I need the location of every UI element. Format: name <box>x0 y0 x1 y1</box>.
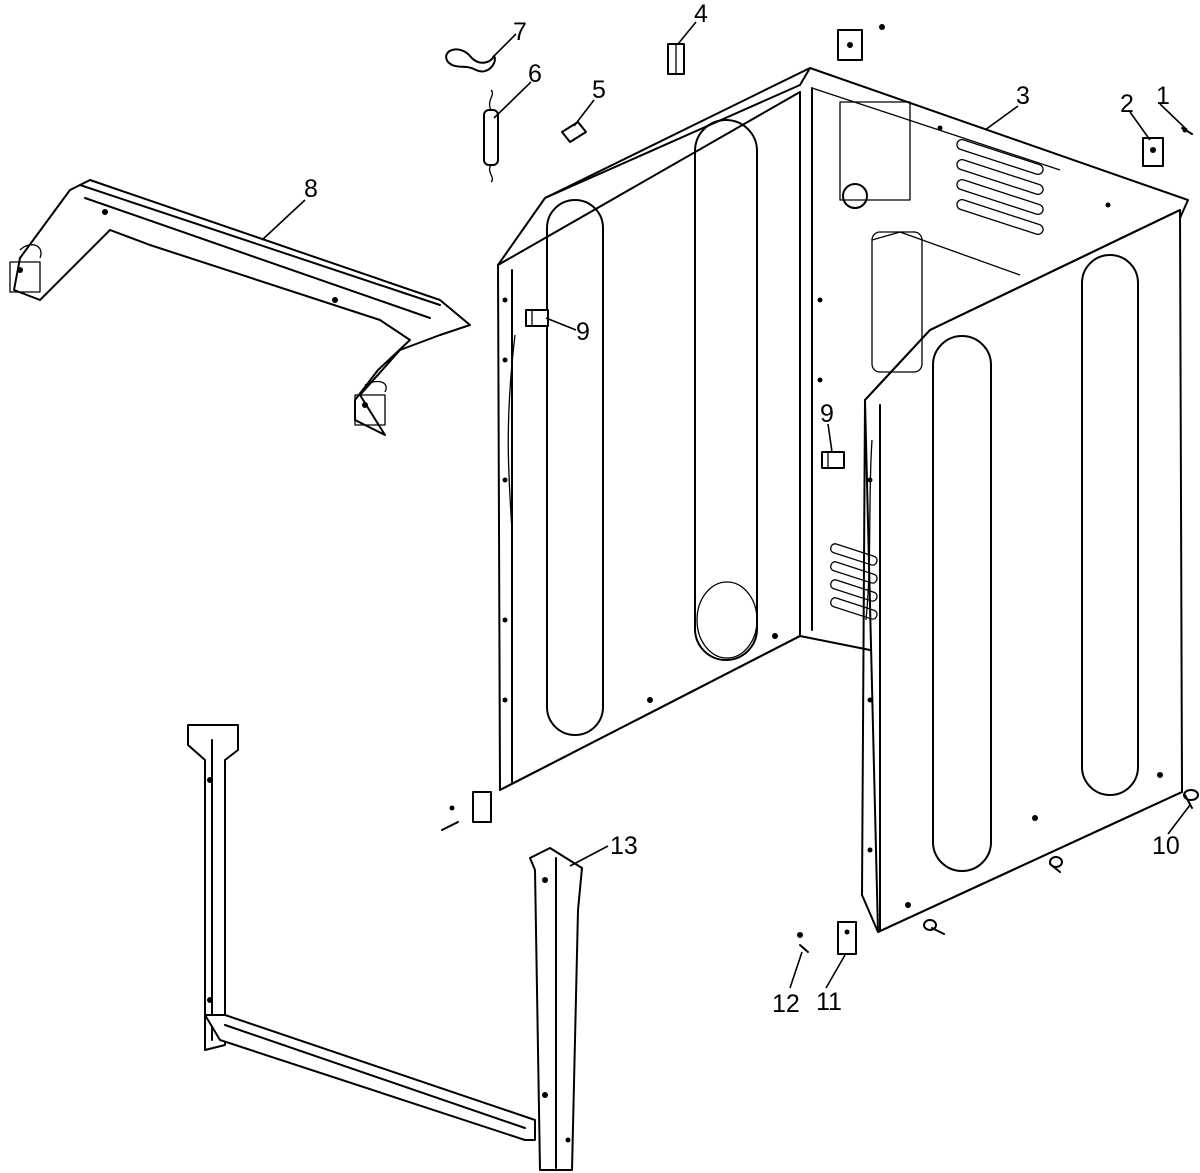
callout-9-lower: 9 <box>820 400 834 428</box>
vent-louvres-lower <box>830 543 878 620</box>
callout-8: 8 <box>304 175 318 203</box>
screw-low <box>923 919 945 935</box>
bottom-frame-part-13 <box>187 724 583 1171</box>
callout-5: 5 <box>592 76 606 104</box>
vent-louvres-upper <box>956 138 1044 236</box>
spring-part-6 <box>483 89 499 183</box>
cabinet <box>497 67 1189 933</box>
callout-10: 10 <box>1152 832 1180 860</box>
switch-part-4 <box>667 43 685 75</box>
wire-clip-part-7 <box>445 48 496 73</box>
callout-7: 7 <box>513 18 527 46</box>
top-bracket-part-8 <box>9 179 471 436</box>
clip-part-5 <box>561 121 587 143</box>
bumper-part-9-upper <box>525 309 549 327</box>
callout-labels: 1 2 3 4 5 6 7 8 9 9 10 11 12 13 <box>304 0 1180 1018</box>
bottom-hinge-left <box>441 791 492 831</box>
callout-2: 2 <box>1120 90 1134 118</box>
callout-6: 6 <box>528 60 542 88</box>
callout-13: 13 <box>610 832 638 860</box>
callout-12: 12 <box>772 990 800 1018</box>
callout-9-upper: 9 <box>576 318 590 346</box>
screw-part-12 <box>797 932 809 953</box>
callout-1: 1 <box>1156 82 1170 110</box>
hinge-part-2 <box>1142 137 1164 167</box>
callout-4: 4 <box>694 0 708 28</box>
screw-part-10 <box>1183 789 1199 809</box>
callout-11: 11 <box>816 988 842 1016</box>
bumper-part-9-lower <box>821 451 845 469</box>
leader-lines <box>261 21 1191 989</box>
top-hinge <box>837 24 885 61</box>
hinge-part-11 <box>837 921 857 955</box>
callout-3: 3 <box>1016 82 1030 110</box>
screw-mid <box>1049 856 1063 873</box>
screw-part-1 <box>1181 127 1193 135</box>
